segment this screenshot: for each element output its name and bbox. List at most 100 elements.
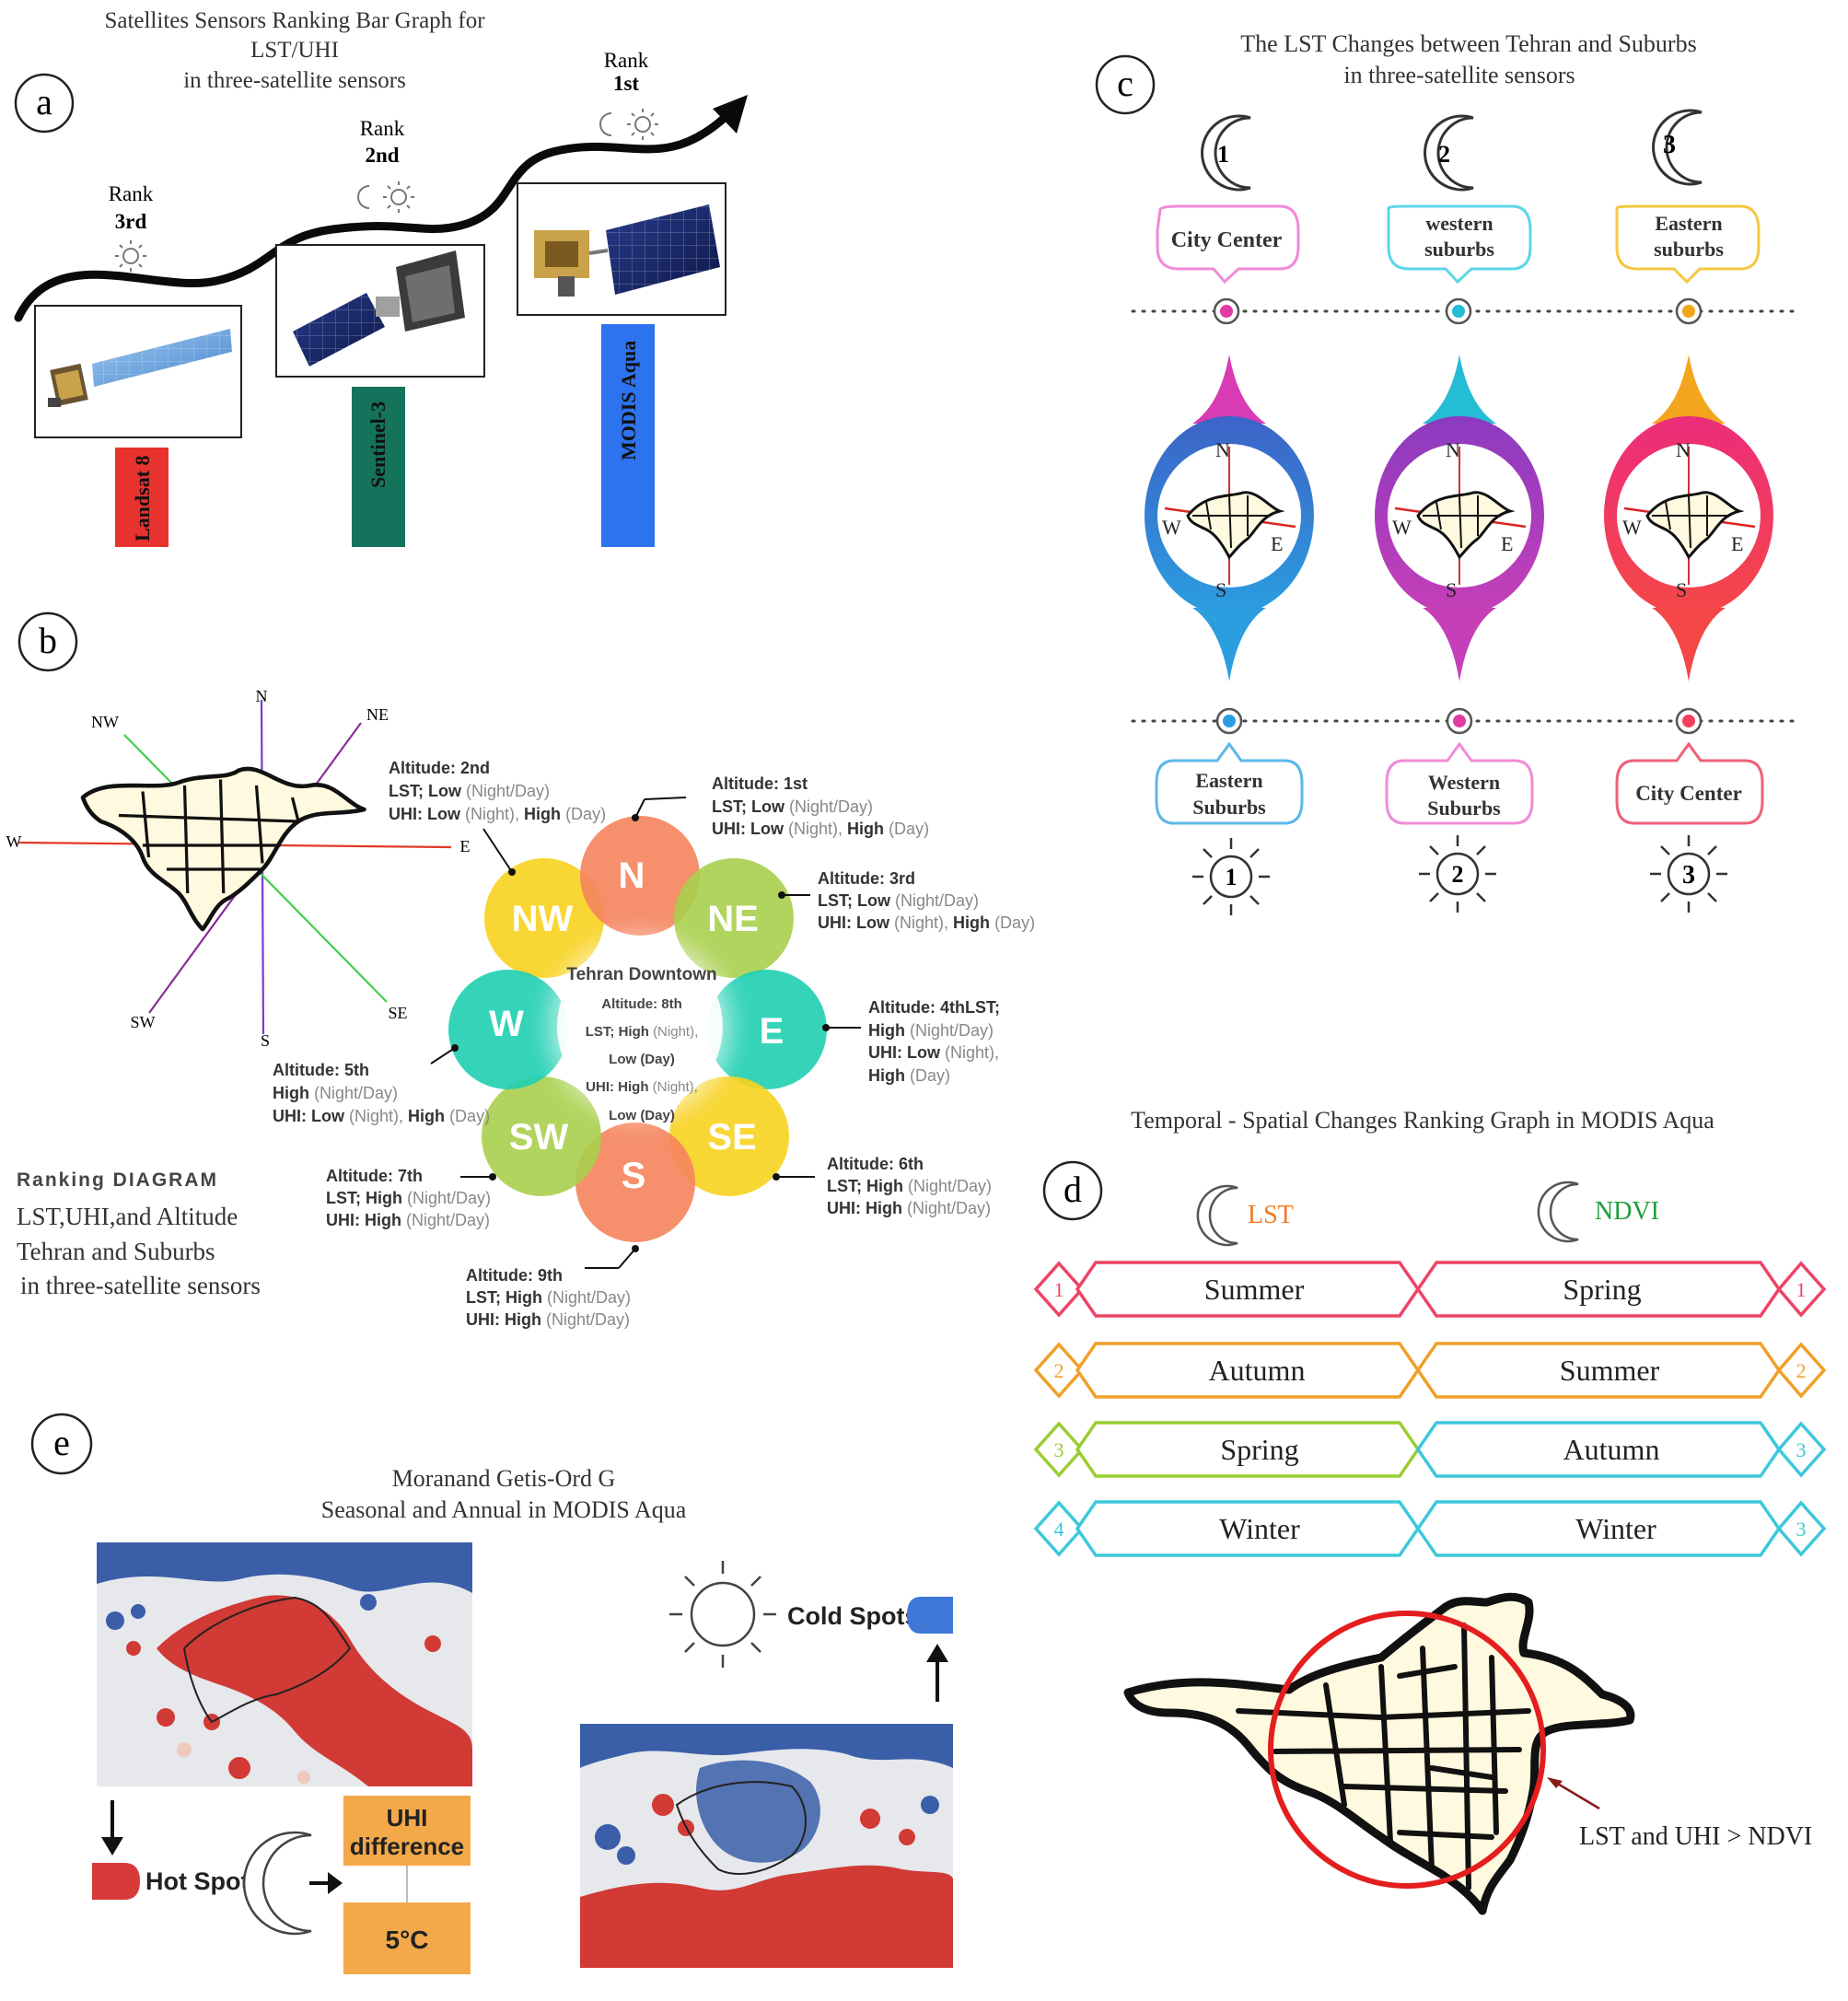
- svg-text:Low (Day): Low (Day): [609, 1108, 675, 1123]
- panel-b: b N S E W NE NW SE SW: [6, 611, 1035, 1329]
- petal-label-e: E: [760, 1011, 785, 1052]
- svg-text:S: S: [1215, 578, 1226, 601]
- panel-a-letter: a: [14, 73, 75, 134]
- moon-icon: [357, 185, 370, 209]
- annotation-se-line1: Altitude: 6th: [827, 1155, 924, 1173]
- petal-ne: [674, 858, 794, 978]
- petal-label-se: SE: [707, 1117, 756, 1158]
- svg-text:UHI: High (Night),: UHI: High (Night),: [586, 1079, 698, 1095]
- rank-label: Rank: [604, 49, 649, 72]
- svg-text:3: 3: [1682, 861, 1695, 890]
- svg-text:b: b: [39, 620, 57, 661]
- petal-s: [575, 1123, 695, 1242]
- svg-text:Eastern: Eastern: [1195, 769, 1262, 792]
- up-arrow-head: [926, 1644, 948, 1662]
- svg-text:W: W: [1392, 516, 1412, 539]
- svg-text:Suburbs: Suburbs: [1427, 797, 1501, 820]
- sun-rank-3: 3: [1650, 835, 1727, 913]
- inner-compass-labels: NS WE NS WE NS WE: [1162, 438, 1743, 601]
- panel-e-title-line2: Seasonal and Annual in MODIS Aqua: [321, 1496, 687, 1523]
- svg-text:LST; Low (Night/Day): LST; Low (Night/Day): [818, 891, 979, 910]
- rank-numbers: 1 2 3 4 1 2 3 3: [1054, 1278, 1807, 1541]
- flower-center-text: Tehran Downtown Altitude: 8th LST; High …: [566, 965, 716, 1123]
- lst-label: LST: [1248, 1201, 1294, 1229]
- panel-a-title-line2: LST/UHI: [250, 38, 339, 63]
- svg-text:2: 2: [1054, 1359, 1064, 1382]
- compass-e-label: E: [460, 837, 471, 855]
- moon-rank-3: 3: [1652, 109, 1703, 186]
- svg-text:UHI: High (Night/Day): UHI: High (Night/Day): [466, 1310, 630, 1329]
- svg-text:4: 4: [1054, 1518, 1064, 1541]
- annotation-e-line1: Altitude: 4thLST;: [868, 998, 1000, 1017]
- sun-icon: [627, 109, 658, 140]
- svg-text:E: E: [1271, 532, 1283, 555]
- modis-satellite-image: [534, 204, 720, 297]
- flower-center: [557, 944, 723, 1110]
- rank-2nd-group: Rank 2nd Sentinel-3: [275, 117, 485, 547]
- svg-text:City Center: City Center: [1635, 782, 1742, 805]
- petal-sw: [482, 1076, 601, 1196]
- svg-text:LST; High (Night/Day): LST; High (Night/Day): [466, 1288, 631, 1307]
- compass-se-label: SE: [388, 1004, 407, 1022]
- landsat-satellite-image: [48, 329, 232, 407]
- svg-text:d: d: [1063, 1169, 1082, 1210]
- svg-text:LST; High (Night),: LST; High (Night),: [586, 1024, 699, 1040]
- hotspot-map-annual: [97, 1542, 472, 1786]
- inner-compass-2: [1394, 447, 1527, 585]
- moon-icon: [242, 1831, 312, 1936]
- lst-rank-ribbons: [1033, 1261, 1827, 1557]
- cold-spots-swatch: [907, 1597, 953, 1634]
- ndvi-rank-4-season: Winter: [1575, 1512, 1656, 1545]
- moon-rank-2: 2: [1424, 114, 1474, 192]
- ranking-flower: [448, 816, 827, 1242]
- svg-text:Tehran Downtown: Tehran Downtown: [566, 965, 716, 984]
- sun-icon: [669, 1561, 776, 1668]
- petal-se: [669, 1076, 789, 1196]
- uhi-value: 5°C: [386, 1925, 429, 1954]
- annotation-nw-line1: Altitude: 2nd: [389, 759, 490, 777]
- day-bubble-western-suburbs: Western Suburbs: [1385, 741, 1534, 825]
- svg-text:3: 3: [1663, 131, 1676, 159]
- panel-d-letter: d: [1042, 1160, 1103, 1221]
- petal-nw: [484, 858, 604, 978]
- night-bubble-western-suburbs: western suburbs: [1387, 204, 1532, 285]
- svg-text:suburbs: suburbs: [1654, 238, 1724, 261]
- trend-arrowhead: [713, 95, 748, 134]
- modis-bar-label: MODIS Aqua: [617, 341, 640, 460]
- panel-e-letter: e: [30, 1413, 93, 1475]
- petal-e: [707, 970, 827, 1089]
- moon-icon: [599, 112, 612, 136]
- rank-value: 1st: [613, 72, 639, 95]
- panel-b-letter: b: [17, 611, 78, 672]
- compass-n-label: N: [256, 687, 268, 705]
- petal-n: [580, 816, 700, 936]
- svg-text:Eastern: Eastern: [1655, 212, 1722, 235]
- panel-c: c The LST Changes between Tehran and Sub…: [1095, 30, 1797, 915]
- annotation-s-line1: Altitude: 9th: [466, 1266, 563, 1285]
- petal-label-w: W: [489, 1004, 524, 1044]
- compass-w-label: W: [6, 832, 22, 851]
- modis-bar: [601, 324, 655, 547]
- ranking-diagram-subtitle-2: Tehran and Suburbs: [17, 1238, 215, 1265]
- season-labels: Summer Autumn Spring Winter Spring Summe…: [1204, 1273, 1660, 1545]
- rank-value: 2nd: [365, 144, 399, 167]
- timeline-dots: [1213, 297, 1703, 735]
- petal-label-s: S: [622, 1156, 646, 1196]
- tehran-map-b: [80, 766, 366, 932]
- cold-spots-label: Cold Spots: [787, 1602, 919, 1630]
- svg-text:3: 3: [1796, 1438, 1807, 1461]
- ndvi-label: NDVI: [1595, 1197, 1659, 1226]
- panel-c-letter: c: [1095, 54, 1156, 115]
- lst-rank-3-season: Spring: [1220, 1433, 1298, 1466]
- annotation-ne-line1: Altitude: 3rd: [818, 869, 915, 888]
- highlight-circle: [1268, 1611, 1546, 1889]
- panel-e: e Moranand Getis-Ord G Seasonal and Annu…: [30, 1413, 953, 1974]
- svg-text:High (Night/Day): High (Night/Day): [273, 1084, 398, 1102]
- svg-text:UHI: Low (Night), High (Day): UHI: Low (Night), High (Day): [712, 820, 929, 838]
- svg-text:2: 2: [1796, 1359, 1807, 1382]
- svg-text:1: 1: [1054, 1278, 1064, 1301]
- moon-icon: [1196, 1184, 1238, 1247]
- svg-text:UHI: Low (Night), High (Day): UHI: Low (Night), High (Day): [273, 1107, 490, 1125]
- svg-text:LST; High (Night/Day): LST; High (Night/Day): [326, 1189, 491, 1207]
